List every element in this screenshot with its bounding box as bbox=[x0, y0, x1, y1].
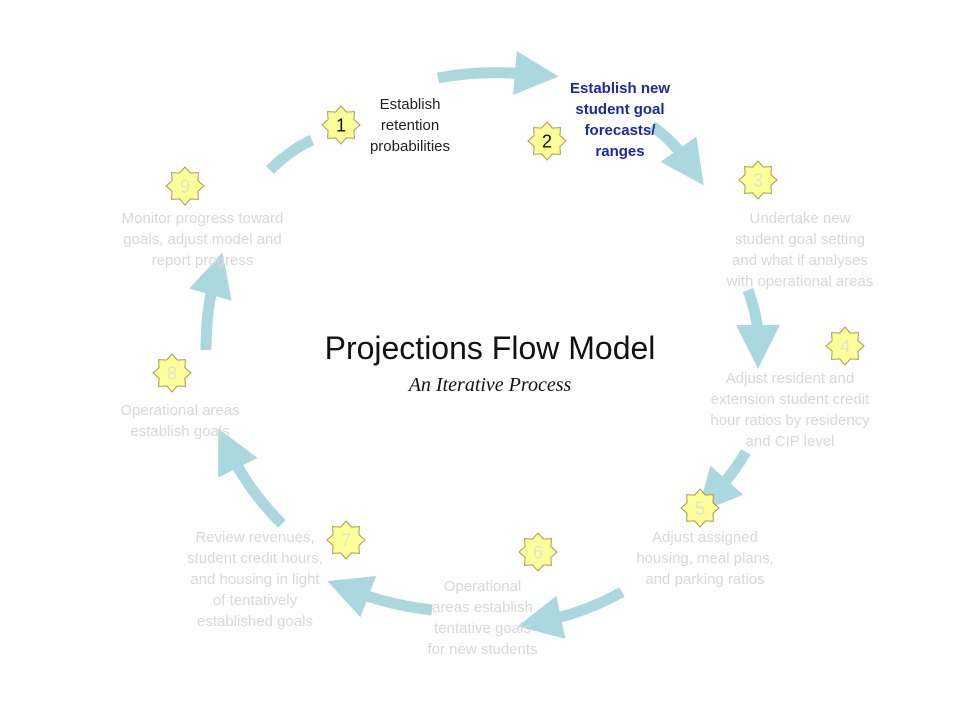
step-7-line: and housing in light bbox=[190, 571, 320, 588]
star-badge-icon bbox=[518, 532, 558, 572]
arrow-6-to-7 bbox=[327, 576, 433, 618]
step-9-line: goals, adjust model and bbox=[123, 231, 282, 248]
arrow-2-to-3 bbox=[648, 121, 704, 186]
step-4-number: 4 bbox=[840, 337, 850, 357]
star-badge-icon bbox=[165, 166, 205, 206]
arrow-7-to-8 bbox=[218, 428, 286, 528]
step-3-text: Undertake new student goal setting and wha… bbox=[700, 208, 900, 292]
step-4-badge: 4 bbox=[825, 326, 865, 366]
step-4-line: extension student credit bbox=[710, 391, 870, 408]
step-7-text: Review revenues, student credit hours, and… bbox=[160, 527, 350, 632]
step-2-line: student goal bbox=[575, 101, 665, 118]
diagram-subtitle: An Iterative Process bbox=[408, 374, 572, 396]
step-6-line: Operational bbox=[443, 578, 522, 595]
step-7-number: 7 bbox=[341, 531, 351, 551]
step-6-line: tentative goals bbox=[434, 620, 531, 637]
step-6-badge: 6 bbox=[518, 532, 558, 572]
step-3-line: with operational areas bbox=[726, 273, 874, 290]
step-6-number: 6 bbox=[533, 543, 543, 563]
step-8-text: Operational areas establish goals bbox=[95, 400, 265, 442]
step-2-line: ranges bbox=[595, 143, 645, 160]
step-6-line: for new students bbox=[427, 641, 538, 658]
step-1-line: Establish bbox=[379, 96, 441, 113]
arrow-3-to-4 bbox=[735, 288, 780, 369]
step-2-number: 2 bbox=[542, 132, 552, 152]
diagram-title: Projections Flow Model bbox=[324, 330, 656, 366]
step-2-line: forecasts/ bbox=[584, 122, 656, 139]
step-8-line: establish goals bbox=[130, 423, 230, 440]
step-1-text: Establish retention probabilities bbox=[350, 94, 470, 157]
step-9-badge: 9 bbox=[165, 166, 205, 206]
step-7-line: Review revenues, bbox=[195, 529, 315, 546]
star-badge-icon bbox=[680, 488, 720, 528]
step-9-line: report progress bbox=[151, 252, 254, 269]
step-5-text: Adjust assigned housing, meal plans, and p… bbox=[610, 527, 800, 590]
step-2-line: Establish new bbox=[569, 80, 671, 97]
step-5-line: housing, meal plans, bbox=[636, 550, 774, 567]
step-7-line: established goals bbox=[197, 613, 313, 630]
step-3-number: 3 bbox=[753, 171, 763, 191]
step-9-number: 9 bbox=[180, 177, 190, 197]
step-4-line: and CIP level bbox=[745, 433, 835, 450]
step-6-text: Operational areas establish tentative goal… bbox=[405, 576, 560, 660]
step-2-text: Establish new student goal forecasts/range… bbox=[540, 78, 700, 162]
step-9-line: Monitor progress toward bbox=[121, 210, 284, 227]
step-8-line: Operational areas bbox=[120, 402, 240, 419]
step-3-line: and what if analyses bbox=[732, 252, 868, 269]
step-9-text: Monitor progress toward goals, adjust mod… bbox=[90, 208, 315, 271]
step-5-badge: 5 bbox=[680, 488, 720, 528]
step-1-badge: 1 bbox=[321, 105, 361, 145]
step-8-badge: 8 bbox=[152, 353, 192, 393]
arrow-4-to-5 bbox=[697, 449, 751, 514]
step-5-line: and parking ratios bbox=[645, 571, 765, 588]
step-4-line: Adjust resident and bbox=[725, 370, 855, 387]
step-7-badge: 7 bbox=[326, 520, 366, 560]
star-badge-icon bbox=[527, 121, 567, 161]
star-badge-icon bbox=[321, 105, 361, 145]
step-3-line: student goal setting bbox=[734, 231, 866, 248]
star-badge-icon bbox=[326, 520, 366, 560]
arrow-1-to-2 bbox=[436, 50, 559, 95]
step-5-number: 5 bbox=[695, 499, 705, 519]
star-badge-icon bbox=[738, 160, 778, 200]
step-1-line: retention bbox=[380, 117, 440, 134]
step-4-line: hour ratios by residency bbox=[710, 412, 870, 429]
step-7-line: student credit hours, bbox=[187, 550, 323, 567]
arrow-9-to-1 bbox=[266, 134, 315, 174]
step-8-number: 8 bbox=[167, 364, 177, 384]
step-4-text: Adjust resident and extension student cre… bbox=[680, 368, 900, 452]
step-1-line: probabilities bbox=[369, 138, 451, 155]
step-5-line: Adjust assigned bbox=[652, 529, 758, 546]
step-7-line: of tentatively bbox=[212, 592, 298, 609]
arrow-8-to-9 bbox=[189, 252, 232, 351]
step-2-badge: 2 bbox=[527, 121, 567, 161]
arrow-5-to-6 bbox=[517, 587, 625, 639]
step-3-badge: 3 bbox=[738, 160, 778, 200]
step-3-line: Undertake new bbox=[749, 210, 851, 227]
step-1-number: 1 bbox=[336, 116, 346, 136]
star-badge-icon bbox=[152, 353, 192, 393]
star-badge-icon bbox=[825, 326, 865, 366]
step-6-line: areas establish bbox=[432, 599, 533, 616]
